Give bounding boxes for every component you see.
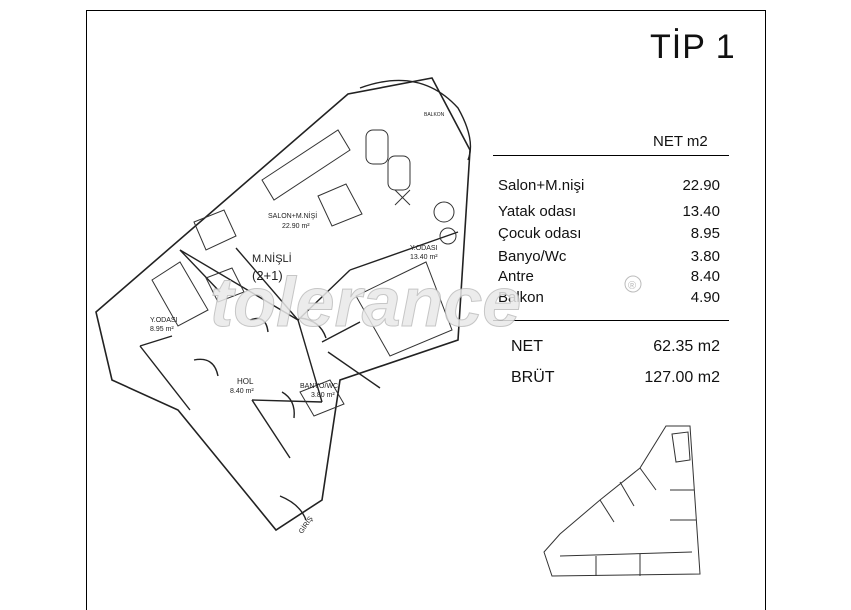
row-label-salon: Salon+M.nişi bbox=[498, 177, 585, 194]
table-total-rule bbox=[493, 320, 729, 321]
label-salon: SALON+M.NİŞİ bbox=[268, 211, 317, 220]
label-yodasi-2: Y.ODASI bbox=[150, 317, 178, 324]
row-label-balkon: Balkon bbox=[498, 289, 544, 306]
label-hol: HOL bbox=[237, 377, 254, 386]
site-key-plan bbox=[543, 425, 701, 577]
plan-walls bbox=[95, 77, 472, 532]
label-salon-area: 22.90 m² bbox=[282, 223, 310, 230]
row-value-cocuk: 8.95 bbox=[690, 225, 720, 242]
label-yodasi-2-area: 8.95 m² bbox=[150, 326, 174, 333]
label-balkon: BALKON bbox=[424, 112, 445, 118]
watermark-text: tolerance bbox=[210, 263, 521, 341]
row-label-banyo: Banyo/Wc bbox=[498, 248, 567, 265]
row-label-yatak: Yatak odası bbox=[498, 203, 577, 220]
row-value-salon: 22.90 bbox=[682, 177, 720, 194]
table-header-rule bbox=[493, 155, 729, 156]
row-value-banyo: 3.80 bbox=[690, 248, 720, 265]
total-value-net: 62.35 m2 bbox=[653, 338, 720, 355]
plan-room-labels: SALON+M.NİŞİ 22.90 m² Y.ODASI 13.40 m² Y… bbox=[150, 112, 445, 535]
watermark-registered: ® bbox=[628, 280, 636, 292]
label-banyo: BANYO/WC bbox=[300, 383, 338, 390]
total-value-brut: 127.00 m2 bbox=[644, 369, 720, 386]
total-label-net: NET bbox=[511, 338, 543, 355]
row-value-yatak: 13.40 bbox=[682, 203, 720, 220]
label-layout: (2+1) bbox=[252, 268, 283, 283]
label-mnisli: M.NİŞLİ bbox=[252, 252, 292, 265]
label-yodasi-1-area: 13.40 m² bbox=[410, 254, 438, 261]
watermark: tolerance ® bbox=[210, 263, 642, 342]
label-hol-area: 8.40 m² bbox=[230, 388, 254, 395]
row-value-balkon: 4.90 bbox=[690, 289, 720, 306]
drawing-frame bbox=[86, 10, 766, 610]
row-value-antre: 8.40 bbox=[690, 268, 720, 285]
area-table-header: NET m2 bbox=[653, 133, 708, 150]
row-label-antre: Antre bbox=[498, 268, 534, 285]
plan-furniture bbox=[151, 129, 457, 417]
label-yodasi-1: Y.ODASI bbox=[410, 245, 438, 252]
label-banyo-area: 3.80 m² bbox=[311, 392, 335, 399]
plan-type-title: TİP 1 bbox=[650, 28, 736, 66]
row-label-cocuk: Çocuk odası bbox=[498, 225, 582, 242]
total-label-brut: BRÜT bbox=[511, 369, 555, 386]
